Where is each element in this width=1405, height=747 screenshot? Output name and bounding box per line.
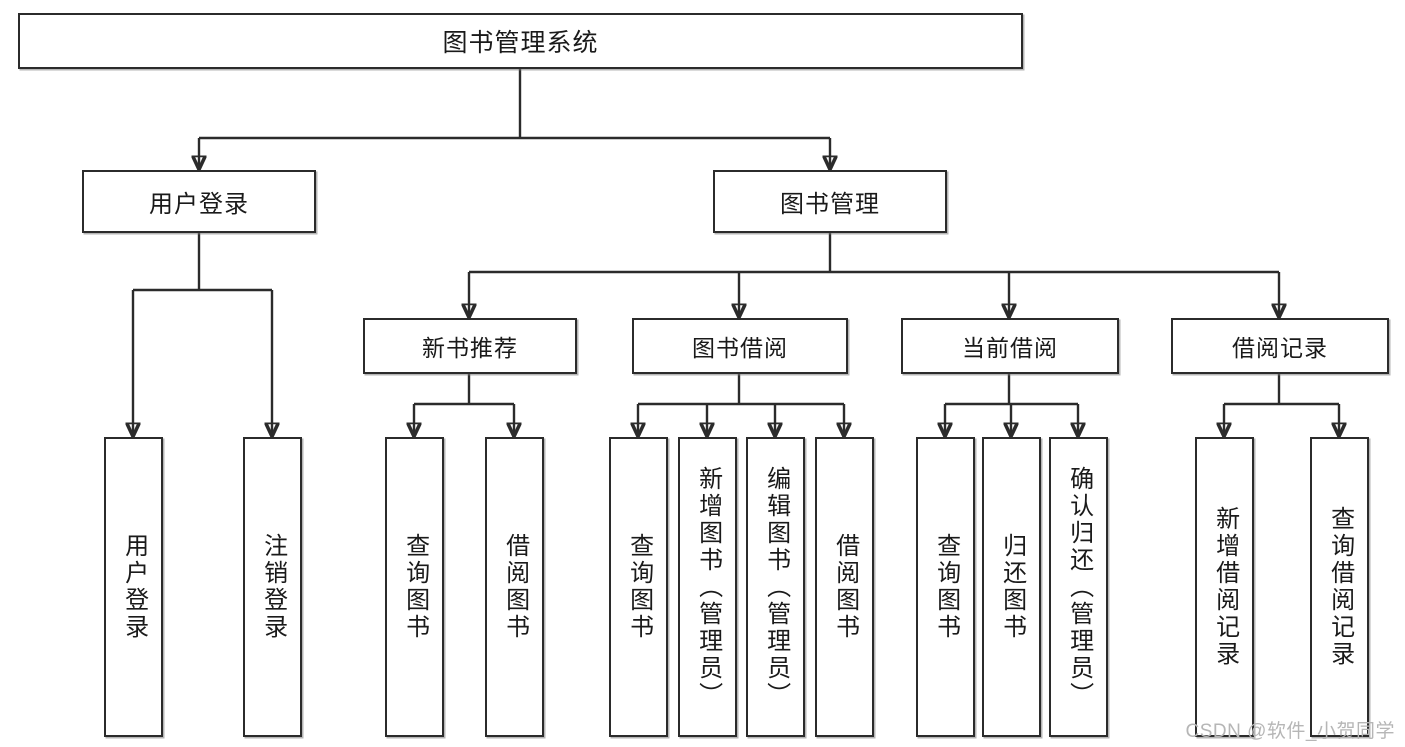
node-book-borrow[interactable]: 图书借阅 bbox=[632, 318, 848, 374]
watermark: CSDN @软件_小贺同学 bbox=[1185, 721, 1395, 742]
node-user-login[interactable]: 用户登录 bbox=[82, 170, 316, 233]
leaf-confirm-return-admin-label: 确认归还（管理员） bbox=[1065, 465, 1093, 709]
leaf-confirm-return-admin[interactable]: 确认归还（管理员） bbox=[1049, 437, 1108, 737]
node-current-borrow[interactable]: 当前借阅 bbox=[901, 318, 1119, 374]
node-user-login-label: 用户登录 bbox=[149, 191, 249, 218]
node-book-management[interactable]: 图书管理 bbox=[713, 170, 947, 233]
node-current-borrow-label: 当前借阅 bbox=[962, 335, 1058, 361]
node-book-management-label: 图书管理 bbox=[780, 191, 880, 218]
leaf-query-borrow-record[interactable]: 查询借阅记录 bbox=[1310, 437, 1369, 737]
leaf-add-book-admin[interactable]: 新增图书（管理员） bbox=[678, 437, 737, 737]
leaf-add-book-admin-label: 新增图书（管理员） bbox=[694, 465, 722, 709]
leaf-borrow-book-new[interactable]: 借阅图书 bbox=[485, 437, 544, 737]
node-book-borrow-label: 图书借阅 bbox=[692, 335, 788, 361]
leaf-user-login-label: 用户登录 bbox=[120, 533, 148, 641]
leaf-return-book-label: 归还图书 bbox=[998, 533, 1026, 641]
leaf-query-book[interactable]: 查询图书 bbox=[609, 437, 668, 737]
leaf-query-book-label: 查询图书 bbox=[625, 533, 653, 641]
leaf-borrow-book-new-label: 借阅图书 bbox=[501, 533, 529, 641]
node-root[interactable]: 图书管理系统 bbox=[18, 13, 1023, 69]
leaf-query-borrow-record-label: 查询借阅记录 bbox=[1326, 506, 1354, 668]
node-borrow-record[interactable]: 借阅记录 bbox=[1171, 318, 1389, 374]
leaf-return-book[interactable]: 归还图书 bbox=[982, 437, 1041, 737]
leaf-logout-label: 注销登录 bbox=[259, 533, 287, 641]
leaf-query-book-current-label: 查询图书 bbox=[932, 533, 960, 641]
leaf-edit-book-admin[interactable]: 编辑图书（管理员） bbox=[746, 437, 805, 737]
leaf-logout[interactable]: 注销登录 bbox=[243, 437, 302, 737]
node-borrow-record-label: 借阅记录 bbox=[1232, 335, 1328, 361]
leaf-query-book-new[interactable]: 查询图书 bbox=[385, 437, 444, 737]
leaf-borrow-book-label: 借阅图书 bbox=[831, 533, 859, 641]
leaf-borrow-book[interactable]: 借阅图书 bbox=[815, 437, 874, 737]
node-new-book-recommend-label: 新书推荐 bbox=[422, 335, 518, 361]
leaf-user-login[interactable]: 用户登录 bbox=[104, 437, 163, 737]
leaf-add-borrow-record[interactable]: 新增借阅记录 bbox=[1195, 437, 1254, 737]
node-new-book-recommend[interactable]: 新书推荐 bbox=[363, 318, 577, 374]
leaf-add-borrow-record-label: 新增借阅记录 bbox=[1211, 506, 1239, 668]
leaf-query-book-current[interactable]: 查询图书 bbox=[916, 437, 975, 737]
leaf-edit-book-admin-label: 编辑图书（管理员） bbox=[762, 465, 790, 709]
leaf-query-book-new-label: 查询图书 bbox=[401, 533, 429, 641]
node-root-label: 图书管理系统 bbox=[442, 29, 599, 57]
